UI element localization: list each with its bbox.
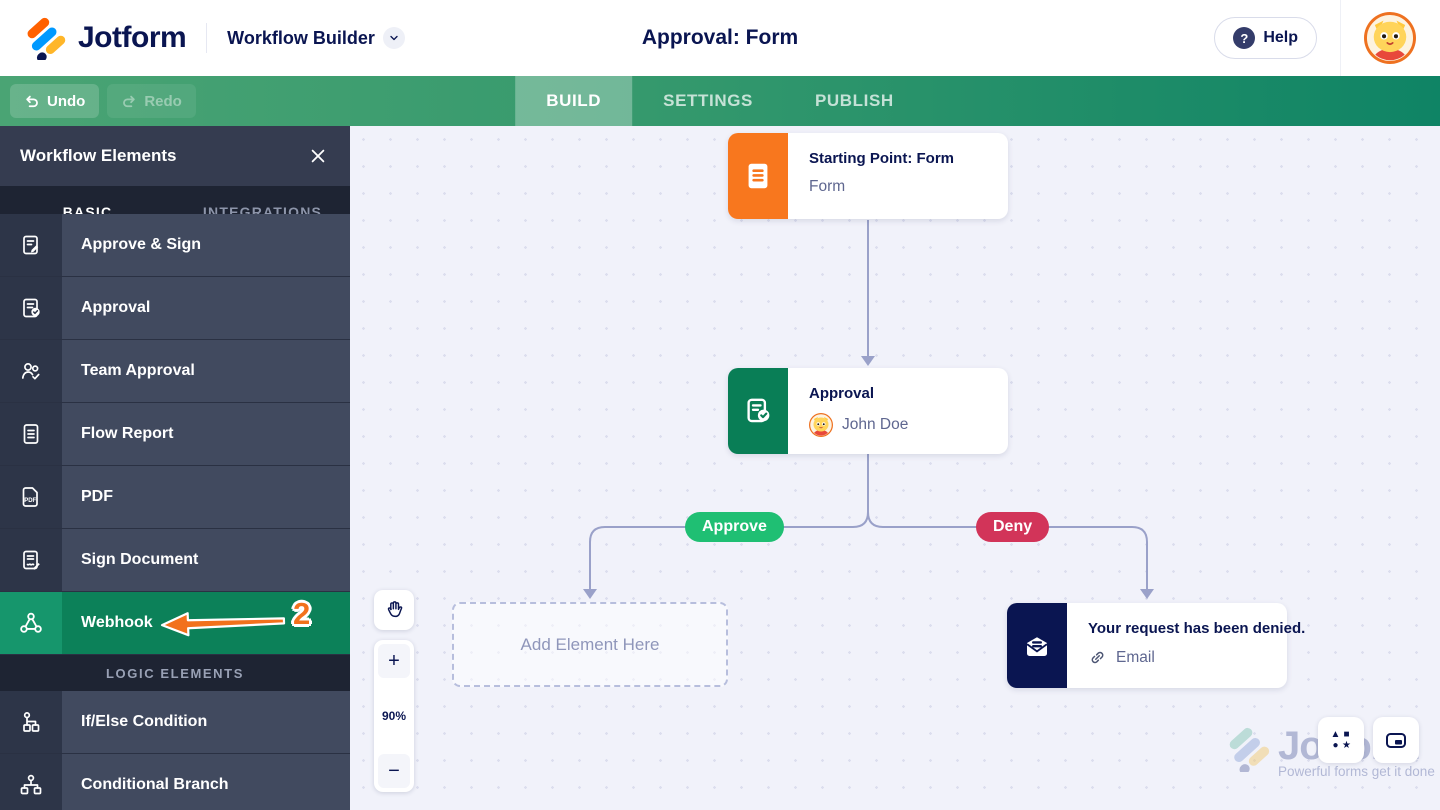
branch-label-approve: Approve (685, 512, 784, 542)
conditional-branch-icon (0, 754, 62, 810)
node-email-denied[interactable]: Your request has been denied. Email (1007, 603, 1305, 688)
watermark-tagline: Powerful forms get it done (1278, 764, 1435, 779)
sidebar-item-if-else[interactable]: If/Else Condition (0, 691, 350, 754)
node-title: Your request has been denied. (1088, 620, 1306, 637)
zoom-in-button[interactable]: + (378, 644, 410, 678)
question-icon: ? (1233, 27, 1256, 49)
svg-text:PDF: PDF (24, 498, 36, 504)
sidebar-item-webhook[interactable]: Webhook 2 (0, 592, 350, 655)
flow-connectors (583, 220, 1154, 599)
if-else-icon (0, 691, 62, 753)
branch-label-deny: Deny (976, 512, 1050, 542)
tab-build[interactable]: BUILD (515, 76, 633, 126)
sidebar-item-flow-report[interactable]: Flow Report (0, 403, 350, 466)
help-button[interactable]: ? Help (1214, 17, 1317, 59)
email-icon (1007, 603, 1067, 688)
jotform-logo-icon (27, 17, 66, 60)
form-icon (728, 133, 788, 219)
sign-document-icon (0, 529, 62, 591)
add-element-placeholder[interactable]: Add Element Here (452, 602, 728, 687)
webhook-icon (0, 592, 62, 654)
tab-settings[interactable]: SETTINGS (663, 91, 753, 110)
node-title: Approval (809, 385, 875, 402)
header-divider (206, 23, 208, 53)
approval-icon (728, 368, 788, 454)
node-subtitle: Email (1116, 648, 1155, 666)
flow-report-icon (0, 403, 62, 465)
minimap-icon (1386, 733, 1406, 748)
tab-publish[interactable]: PUBLISH (814, 91, 894, 110)
chevron-down-icon[interactable] (382, 27, 405, 49)
close-icon[interactable] (306, 144, 330, 168)
workflow-elements-panel: Workflow Elements BASIC INTEGRATIONS App… (0, 126, 350, 810)
workflow-builder-menu[interactable]: Workflow Builder (227, 27, 405, 49)
app-title-label: Workflow Builder (227, 27, 375, 48)
pan-hand-button[interactable] (374, 590, 414, 630)
builder-tabs: BUILD SETTINGS PUBLISH (515, 76, 925, 126)
page-title: Approval: Form (641, 26, 799, 49)
sidebar-item-approval[interactable]: Approval (0, 277, 350, 340)
logic-elements-section-label: LOGIC ELEMENTS (0, 655, 350, 691)
header-divider (1340, 0, 1341, 76)
builder-toolbar: Undo Redo BUILD SETTINGS PUBLISH (0, 76, 1440, 126)
element-list: Approve & Sign Approval Team Approval (0, 214, 350, 810)
assignee-name: John Doe (842, 416, 909, 433)
zoom-level: 90% (381, 709, 407, 723)
hand-icon (387, 601, 403, 618)
sidebar-item-sign-document[interactable]: Sign Document (0, 529, 350, 592)
undo-icon (26, 95, 38, 108)
node-title: Starting Point: Form (809, 150, 954, 167)
team-approval-icon (0, 340, 62, 402)
zoom-controls: + 90% − (374, 640, 414, 792)
panel-header: Workflow Elements (0, 126, 350, 186)
user-avatar[interactable] (1364, 12, 1416, 64)
node-starting-point[interactable]: Starting Point: Form Form (728, 133, 1008, 219)
workflow-canvas[interactable]: Starting Point: Form Form Approval (350, 126, 1440, 810)
node-approval[interactable]: Approval John Doe (728, 368, 1008, 454)
approve-sign-icon (0, 214, 62, 276)
undo-button[interactable]: Undo (10, 84, 100, 118)
brand-name: Jotform (78, 21, 187, 54)
panel-title: Workflow Elements (20, 146, 177, 165)
pdf-icon: PDF (0, 466, 62, 528)
jotform-watermark-icon (1229, 727, 1270, 772)
node-subtitle: Form (809, 178, 846, 195)
minimap-toggle-button[interactable] (1373, 717, 1419, 763)
assignee-avatar (809, 413, 833, 437)
redo-button[interactable]: Redo (107, 84, 196, 118)
sidebar-item-approve-sign[interactable]: Approve & Sign (0, 214, 350, 277)
sidebar-item-conditional-branch[interactable]: Conditional Branch (0, 754, 350, 810)
app-header: Jotform Workflow Builder Approval: Form … (0, 0, 1440, 76)
redo-icon (123, 95, 136, 108)
shapes-icon: ▲■●★ (1330, 729, 1351, 751)
link-icon (1091, 651, 1104, 664)
jotform-logo[interactable]: Jotform (24, 16, 187, 60)
elements-shortcut-button[interactable]: ▲■●★ (1318, 717, 1364, 763)
sidebar-item-team-approval[interactable]: Team Approval (0, 340, 350, 403)
approval-icon (0, 277, 62, 339)
zoom-out-button[interactable]: − (378, 754, 410, 788)
sidebar-item-pdf[interactable]: PDF PDF (0, 466, 350, 529)
